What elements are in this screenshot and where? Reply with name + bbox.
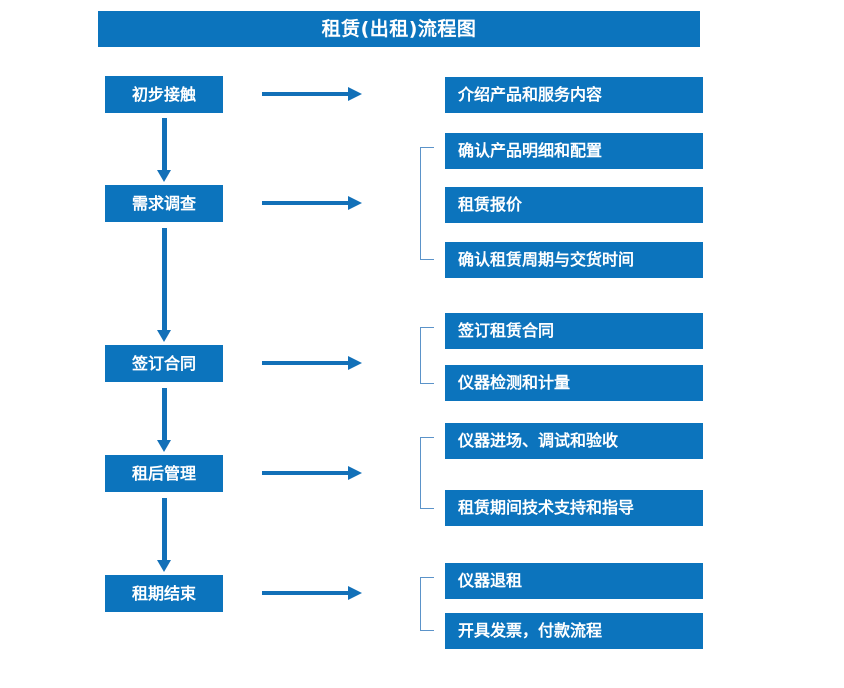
group-bracket-post-rental-management bbox=[420, 437, 434, 509]
detail-label: 租赁报价 bbox=[458, 195, 523, 214]
detail-label: 开具发票，付款流程 bbox=[458, 621, 603, 640]
group-bracket-sign-contract bbox=[420, 327, 434, 384]
detail-label: 确认产品明细和配置 bbox=[458, 141, 603, 160]
horizontal-arrow-icon-1 bbox=[262, 87, 362, 101]
group-bracket-requirement-survey bbox=[420, 147, 434, 260]
stage-label: 需求调查 bbox=[131, 193, 196, 213]
detail-box-rental-quotation: 租赁报价 bbox=[445, 187, 703, 223]
stage-box-lease-end: 租期结束 bbox=[105, 575, 223, 612]
vertical-arrow-icon-1 bbox=[157, 118, 171, 182]
vertical-arrow-icon-3 bbox=[157, 388, 171, 452]
stage-label: 初步接触 bbox=[131, 84, 196, 104]
stage-box-post-rental-management: 租后管理 bbox=[105, 455, 223, 492]
stage-box-sign-contract: 签订合同 bbox=[105, 345, 223, 382]
vertical-arrow-icon-2 bbox=[157, 228, 171, 342]
detail-box-sign-lease-agreement: 签订租赁合同 bbox=[445, 313, 703, 349]
stage-label: 租后管理 bbox=[131, 463, 196, 483]
detail-label: 仪器退租 bbox=[458, 571, 523, 590]
detail-box-technical-support: 租赁期间技术支持和指导 bbox=[445, 490, 703, 526]
horizontal-arrow-icon-5 bbox=[262, 586, 362, 600]
stage-box-requirement-survey: 需求调查 bbox=[105, 185, 223, 222]
stage-label: 签订合同 bbox=[131, 353, 196, 373]
detail-label: 确认租赁周期与交货时间 bbox=[458, 250, 635, 269]
detail-label: 仪器进场、调试和验收 bbox=[458, 431, 619, 450]
horizontal-arrow-icon-2 bbox=[262, 196, 362, 210]
detail-box-confirm-product-details: 确认产品明细和配置 bbox=[445, 133, 703, 169]
detail-box-introduce-products: 介绍产品和服务内容 bbox=[445, 77, 703, 113]
stage-box-initial-contact: 初步接触 bbox=[105, 76, 223, 113]
group-bracket-lease-end bbox=[420, 577, 434, 631]
page-title: 租赁(出租)流程图 bbox=[321, 17, 477, 40]
horizontal-arrow-icon-4 bbox=[262, 466, 362, 480]
detail-box-confirm-lease-period: 确认租赁周期与交货时间 bbox=[445, 242, 703, 278]
detail-box-instrument-entry-commissioning: 仪器进场、调试和验收 bbox=[445, 423, 703, 459]
detail-label: 签订租赁合同 bbox=[458, 321, 555, 340]
chart-title-banner: 租赁(出租)流程图 bbox=[98, 11, 700, 47]
detail-box-instrument-inspection: 仪器检测和计量 bbox=[445, 365, 703, 401]
stage-label: 租期结束 bbox=[131, 583, 196, 603]
detail-box-invoice-payment: 开具发票，付款流程 bbox=[445, 613, 703, 649]
detail-box-instrument-return: 仪器退租 bbox=[445, 563, 703, 599]
horizontal-arrow-icon-3 bbox=[262, 356, 362, 370]
detail-label: 介绍产品和服务内容 bbox=[458, 85, 603, 104]
detail-label: 仪器检测和计量 bbox=[458, 373, 571, 392]
vertical-arrow-icon-4 bbox=[157, 498, 171, 572]
detail-label: 租赁期间技术支持和指导 bbox=[458, 498, 635, 517]
